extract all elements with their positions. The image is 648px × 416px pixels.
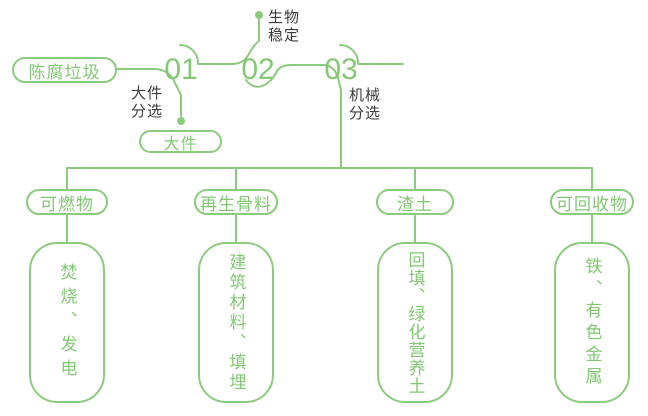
source-pill: 陈腐垃圾 bbox=[12, 57, 117, 83]
branch-use-aggregate: 建筑材料、填埋 bbox=[226, 252, 246, 393]
branch-pill-slag: 渣土 bbox=[376, 189, 454, 215]
branch-use-recyclable: 铁、有色金属 bbox=[582, 256, 602, 389]
step-number-01: 01 bbox=[164, 53, 198, 86]
branch-box-combustible: 焚烧、发电 bbox=[29, 242, 105, 403]
branch-use-slag: 回填、绿化营养土 bbox=[405, 250, 425, 395]
node-dot-bulky bbox=[177, 117, 185, 125]
branch-box-slag: 回填、绿化营养土 bbox=[377, 242, 453, 403]
step-number-02: 02 bbox=[241, 53, 275, 86]
bulky-output-pill: 大件 bbox=[139, 130, 222, 153]
step-number-03: 03 bbox=[324, 53, 358, 86]
step-label-bulky-sorting: 大件 分选 bbox=[131, 85, 164, 120]
branch-use-combustible: 焚烧、发电 bbox=[57, 262, 77, 383]
branch-pill-combustible: 可燃物 bbox=[26, 189, 108, 215]
step-label-bio-stabilization: 生物 稳定 bbox=[268, 9, 301, 44]
step-label-mechanical-sorting: 机械 分选 bbox=[349, 87, 382, 122]
branch-pill-recyclable: 可回收物 bbox=[550, 189, 634, 215]
branch-box-aggregate: 建筑材料、填埋 bbox=[198, 242, 274, 403]
branch-pill-aggregate: 再生骨料 bbox=[194, 189, 278, 215]
flow-line-01-down-to-bulky bbox=[155, 68, 182, 117]
flow-line-02-to-03-down-to-bus bbox=[245, 64, 342, 169]
branch-box-recyclable: 铁、有色金属 bbox=[554, 242, 630, 403]
node-dot-bio bbox=[255, 11, 263, 19]
flow-line-01-to-02-up-to-bio bbox=[197, 19, 260, 65]
swoosh-arc-03 bbox=[339, 44, 359, 64]
swoosh-arc-01 bbox=[179, 44, 199, 64]
